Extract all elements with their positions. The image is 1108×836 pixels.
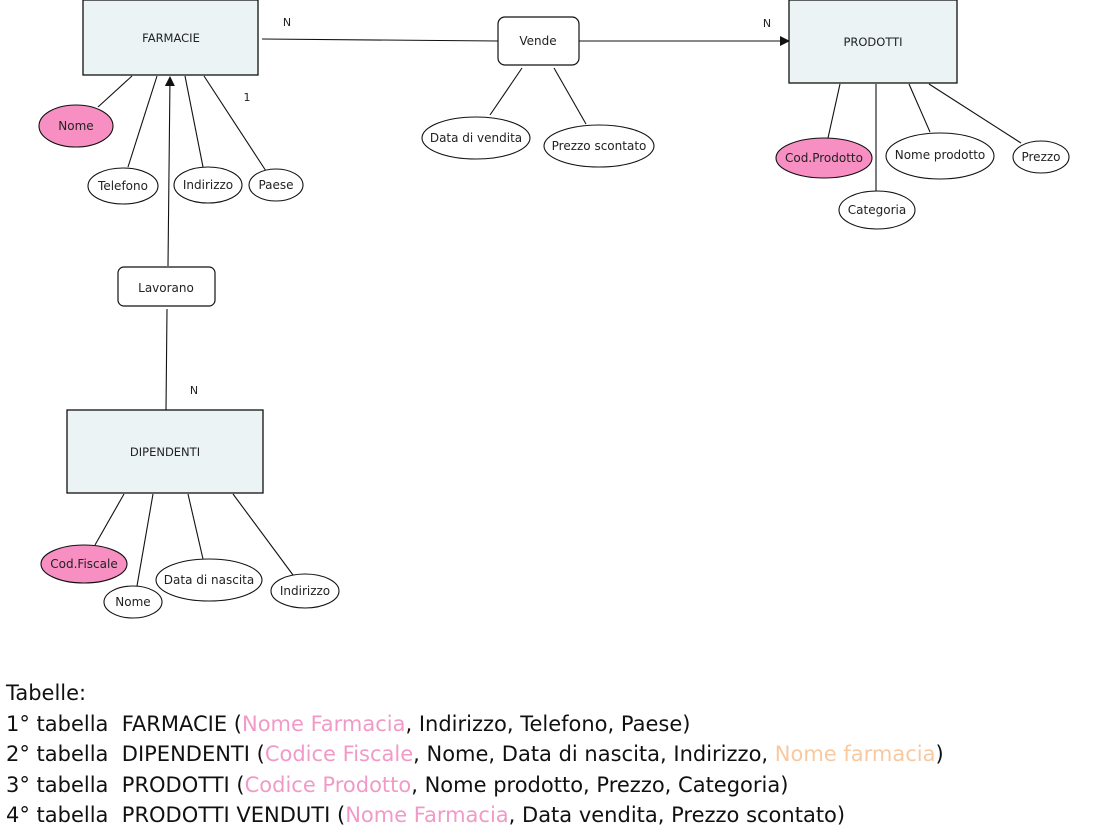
farmacie-paese-link — [203, 75, 267, 172]
entity-farmacie-label: FARMACIE — [142, 31, 200, 45]
attribute-label: Data di nascita — [164, 573, 254, 587]
attribute-label: Prezzo — [1021, 150, 1060, 164]
attribute-vende-data-vendita[interactable]: Data di vendita — [421, 116, 531, 160]
dipendenti-data-link — [187, 493, 204, 560]
er-diagram: FARMACIE PRODOTTI DIPENDENTI Vende Lavor… — [38, 0, 1070, 619]
attribute-dipendenti-indirizzo[interactable]: Indirizzo — [270, 573, 340, 609]
entity-farmacie[interactable]: FARMACIE — [82, 0, 259, 76]
attribute-label: Data di vendita — [430, 131, 522, 145]
attribute-farmacie-paese[interactable]: Paese — [248, 168, 304, 202]
attribute-label: Categoria — [848, 203, 906, 217]
table-row: 2° tabella DIPENDENTI (Codice Fiscale, N… — [6, 739, 944, 770]
attribute-dipendenti-cod-fiscale[interactable]: Cod.Fiscale — [40, 544, 128, 584]
attribute-prodotti-nome-prodotto[interactable]: Nome prodotto — [885, 132, 995, 180]
attribute-prodotti-prezzo[interactable]: Prezzo — [1012, 140, 1070, 174]
dipendenti-nome-link — [136, 493, 154, 587]
table-end: ) — [935, 742, 944, 766]
table-prefix: 2° tabella DIPENDENTI ( — [6, 742, 265, 766]
attribute-label: Paese — [258, 178, 293, 192]
entity-dipendenti[interactable]: DIPENDENTI — [66, 409, 264, 494]
attribute-label: Nome — [115, 595, 150, 609]
relationship-lavorano-label: Lavorano — [138, 281, 194, 295]
attribute-label: Telefono — [97, 179, 148, 193]
prodotti-cod-link — [827, 83, 841, 139]
cardinality-prodotti-vende: N — [763, 17, 771, 30]
dipendenti-indirizzo-link — [232, 493, 294, 576]
entity-dipendenti-label: DIPENDENTI — [130, 445, 200, 459]
attribute-label: Cod.Prodotto — [785, 151, 863, 165]
table-fields: , Nome, Data di nascita, Indirizzo, — [413, 742, 775, 766]
foreign-key: Nome farmacia — [774, 742, 936, 766]
primary-key: Codice Prodotto — [244, 772, 412, 797]
vende-data-link — [489, 67, 523, 116]
farmacie-vende-line — [261, 38, 499, 42]
attribute-label: Nome — [58, 119, 93, 133]
table-prefix: 1° tabella FARMACIE ( — [6, 711, 242, 736]
attribute-label: Cod.Fiscale — [50, 557, 117, 571]
connectors — [94, 36, 1022, 587]
prodotti-nome-link — [908, 83, 931, 133]
farmacie-telefono-link — [127, 75, 158, 168]
table-fields: , Data vendita, Prezzo scontato) — [508, 803, 846, 827]
attribute-vende-prezzo-scontato[interactable]: Prezzo scontato — [543, 124, 655, 168]
table-row: 1° tabella FARMACIE (Nome Farmacia, Indi… — [6, 709, 944, 740]
entity-prodotti[interactable]: PRODOTTI — [788, 0, 958, 84]
table-row: 3° tabella PRODOTTI (Codice Prodotto, No… — [6, 770, 944, 801]
table-prefix: 3° tabella PRODOTTI ( — [6, 772, 245, 797]
table-fields: , Nome prodotto, Prezzo, Categoria) — [411, 772, 789, 797]
attribute-farmacie-nome[interactable]: Nome — [38, 104, 114, 148]
attribute-label: Indirizzo — [183, 178, 233, 192]
table-fields: , Indirizzo, Telefono, Paese) — [405, 711, 691, 736]
tables-section: Tabelle: 1° tabella FARMACIE (Nome Farma… — [6, 678, 944, 831]
tables-heading: Tabelle: — [6, 681, 87, 705]
primary-key: Nome Farmacia — [242, 711, 406, 736]
cardinality-dipendenti-lavorano: N — [190, 384, 198, 397]
vende-prezzo-link — [553, 67, 587, 125]
attribute-label: Prezzo scontato — [552, 139, 647, 153]
attribute-farmacie-indirizzo[interactable]: Indirizzo — [173, 166, 243, 204]
table-prefix: 4° tabella PRODOTTI VENDUTI ( — [6, 803, 346, 827]
farmacie-indirizzo-link — [184, 75, 204, 168]
entity-prodotti-label: PRODOTTI — [843, 35, 902, 49]
primary-key: Codice Fiscale — [264, 742, 414, 766]
relationship-vende[interactable]: Vende — [497, 16, 580, 66]
farmacie-nome-link — [97, 75, 133, 108]
attribute-prodotti-cod-prodotto[interactable]: Cod.Prodotto — [775, 137, 873, 179]
cardinality-farmacie-vende: N — [283, 16, 291, 29]
table-row: 4° tabella PRODOTTI VENDUTI (Nome Farmac… — [6, 800, 944, 831]
lavorano-farmacie-arrow — [164, 76, 175, 267]
relationship-vende-label: Vende — [519, 34, 556, 48]
primary-key: Nome Farmacia — [345, 803, 509, 827]
attribute-prodotti-categoria[interactable]: Categoria — [838, 190, 916, 230]
attribute-label: Nome prodotto — [895, 148, 986, 162]
relationship-lavorano[interactable]: Lavorano — [117, 266, 216, 307]
cardinality-farmacie-lavorano: 1 — [244, 91, 251, 104]
attribute-farmacie-telefono[interactable]: Telefono — [87, 167, 159, 205]
dipendenti-cod-link — [94, 493, 125, 546]
attribute-dipendenti-data-nascita[interactable]: Data di nascita — [155, 558, 263, 602]
lavorano-dipendenti-line — [165, 308, 168, 411]
attribute-dipendenti-nome[interactable]: Nome — [103, 585, 163, 619]
attribute-label: Indirizzo — [280, 584, 330, 598]
prodotti-prezzo-link — [928, 83, 1022, 144]
